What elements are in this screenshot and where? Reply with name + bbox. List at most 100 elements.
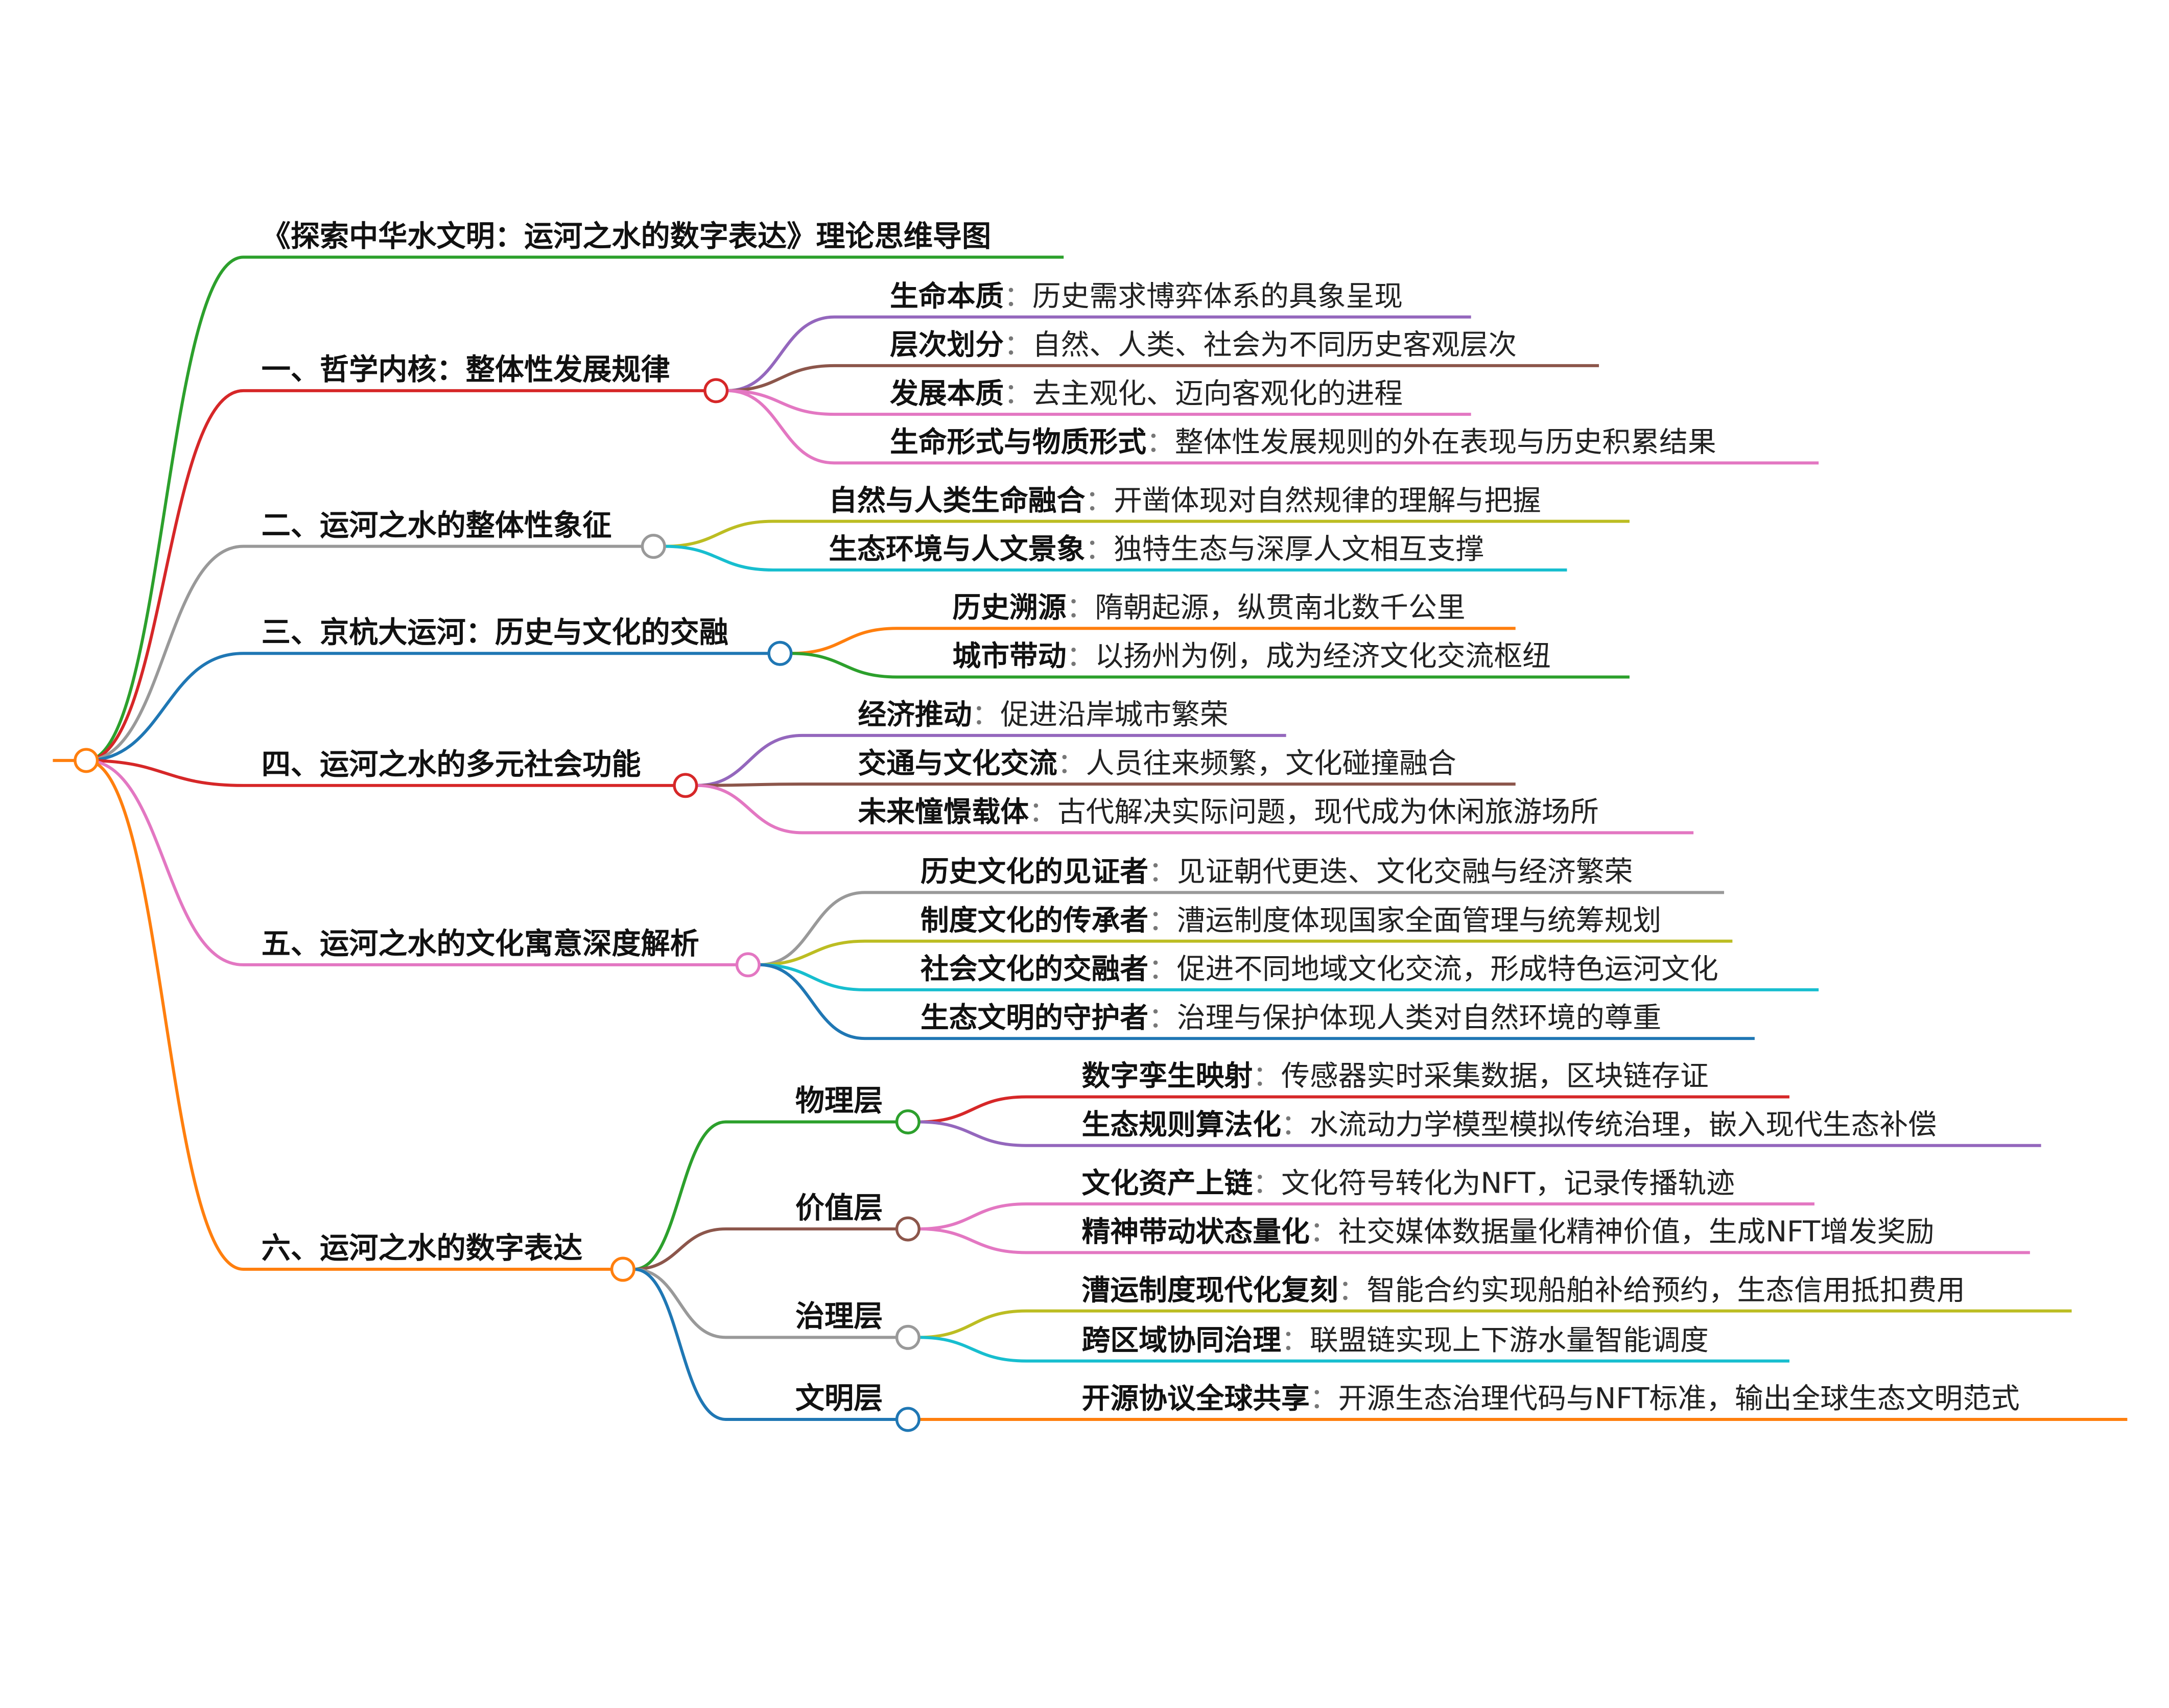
branch-line-3 bbox=[86, 652, 769, 762]
branch-line-1 bbox=[86, 389, 705, 762]
leaf-label: 经济推动 bbox=[858, 698, 972, 731]
leaf-description: 整体性发展规则的外在表现与历史积累结果 bbox=[1175, 426, 1716, 459]
layer-node-circle bbox=[895, 1407, 921, 1432]
child-line bbox=[727, 389, 1819, 465]
child-node: 交通与文化交流：人员往来频繁，文化碰撞融合 bbox=[858, 747, 1456, 780]
layer-child-node: 开源协议全球共享：开源生态治理代码与NFT标准，输出全球生态文明范式 bbox=[1082, 1382, 2020, 1415]
leaf-separator: ： bbox=[1148, 856, 1177, 889]
child-node: 未来憧憬载体：古代解决实际问题，现代成为休闲旅游场所 bbox=[858, 796, 1598, 829]
leaf-label: 数字孪生映射 bbox=[1082, 1060, 1253, 1093]
layer-line bbox=[634, 1268, 897, 1339]
leaf-description: 促进沿岸城市繁荣 bbox=[1000, 698, 1228, 731]
leaf-description: 开源生态治理代码与NFT标准，输出全球生态文明范式 bbox=[1338, 1382, 2020, 1415]
leaf-label: 自然与人类生命融合 bbox=[829, 484, 1085, 517]
leaf-description: 以扬州为例，成为经济文化交流枢纽 bbox=[1095, 640, 1551, 673]
branch-line-4 bbox=[86, 758, 675, 787]
leaf-separator: ： bbox=[972, 698, 1000, 731]
branch-node-circle bbox=[767, 640, 793, 666]
layer-node-circle bbox=[895, 1324, 921, 1350]
child-line bbox=[727, 389, 1471, 416]
child-node: 社会文化的交融者：促进不同地域文化交流，形成特色运河文化 bbox=[921, 953, 1718, 986]
leaf-description: 传感器实时采集数据，区块链存证 bbox=[1281, 1060, 1709, 1093]
layer-child-node: 精神带动状态量化：社交媒体数据量化精神价值，生成NFT增发奖励 bbox=[1082, 1216, 1935, 1249]
child-line bbox=[727, 364, 1599, 392]
child-line bbox=[759, 891, 1725, 966]
layer-node-circle bbox=[895, 1216, 921, 1242]
leaf-separator: ： bbox=[1085, 533, 1114, 566]
leaf-separator: ： bbox=[1338, 1274, 1367, 1307]
leaf-label: 生命形式与物质形式 bbox=[890, 426, 1146, 459]
leaf-separator: ： bbox=[1146, 426, 1175, 459]
leaf-separator: ： bbox=[1281, 1324, 1310, 1357]
child-node: 发展本质：去主观化、迈向客观化的进程 bbox=[890, 377, 1403, 410]
leaf-label: 发展本质 bbox=[890, 377, 1004, 410]
child-node: 历史文化的见证者：见证朝代更迭、文化交融与经济繁荣 bbox=[921, 856, 1633, 889]
title-branch-line bbox=[86, 255, 1064, 762]
leaf-description: 历史需求博弈体系的具象呈现 bbox=[1032, 280, 1403, 313]
layer-child-line bbox=[919, 1227, 2030, 1254]
child-line bbox=[791, 652, 1630, 679]
child-node: 生命本质：历史需求博弈体系的具象呈现 bbox=[890, 280, 1403, 313]
layer-child-line bbox=[919, 1120, 2041, 1147]
child-node: 经济推动：促进沿岸城市繁荣 bbox=[858, 698, 1228, 731]
leaf-separator: ： bbox=[1004, 328, 1032, 362]
leaf-label: 历史文化的见证者 bbox=[921, 856, 1148, 889]
layer-title: 文明层 bbox=[795, 1382, 883, 1415]
child-line bbox=[727, 315, 1471, 392]
branch-node-circle bbox=[735, 952, 761, 978]
layer-child-line bbox=[919, 1336, 1789, 1363]
layer-title: 治理层 bbox=[795, 1300, 883, 1334]
leaf-description: 联盟链实现上下游水量智能调度 bbox=[1310, 1324, 1709, 1357]
child-line bbox=[696, 733, 1286, 787]
leaf-description: 见证朝代更迭、文化交融与经济繁荣 bbox=[1177, 856, 1633, 889]
leaf-description: 文化符号转化为NFT，记录传播轨迹 bbox=[1281, 1167, 1735, 1200]
root-node-circle bbox=[74, 748, 99, 773]
leaf-separator: ： bbox=[1029, 796, 1057, 829]
leaf-label: 生命本质 bbox=[890, 280, 1004, 313]
layer-line bbox=[634, 1227, 897, 1271]
child-node: 城市带动：以扬州为例，成为经济文化交流枢纽 bbox=[952, 640, 1550, 673]
leaf-description: 古代解决实际问题，现代成为休闲旅游场所 bbox=[1057, 796, 1599, 829]
layer-line bbox=[633, 1268, 897, 1421]
child-line bbox=[759, 939, 1733, 966]
branch-node-circle bbox=[610, 1256, 635, 1282]
branch-title-3: 三、京杭大运河：历史与文化的交融 bbox=[262, 615, 728, 649]
leaf-separator: ： bbox=[1067, 640, 1095, 673]
child-node: 生命形式与物质形式：整体性发展规则的外在表现与历史积累结果 bbox=[890, 426, 1716, 459]
connector-layer bbox=[53, 255, 2128, 1421]
layer-child-node: 跨区域协同治理：联盟链实现上下游水量智能调度 bbox=[1082, 1324, 1709, 1357]
leaf-label: 历史溯源 bbox=[952, 591, 1066, 624]
leaf-label: 开源协议全球共享 bbox=[1082, 1382, 1310, 1415]
layer-child-node: 数字孪生映射：传感器实时采集数据，区块链存证 bbox=[1082, 1060, 1709, 1093]
leaf-label: 跨区域协同治理 bbox=[1082, 1324, 1281, 1357]
child-node: 制度文化的传承者：漕运制度体现国家全面管理与统筹规划 bbox=[921, 904, 1661, 937]
child-line bbox=[696, 784, 1694, 835]
node-layer: 《探索中华水文明：运河之水的数字表达》理论思维导图一、哲学内核：整体性发展规律生… bbox=[74, 220, 2020, 1432]
layer-child-node: 漕运制度现代化复刻：智能合约实现船舶补给预约，生态信用抵扣费用 bbox=[1082, 1274, 1965, 1307]
branch-title-6: 六、运河之水的数字表达 bbox=[262, 1231, 583, 1265]
layer-title: 物理层 bbox=[795, 1084, 883, 1118]
leaf-label: 城市带动 bbox=[952, 640, 1066, 673]
leaf-separator: ： bbox=[1310, 1216, 1338, 1249]
leaf-description: 开凿体现对自然规律的理解与把握 bbox=[1114, 484, 1541, 517]
leaf-separator: ： bbox=[1253, 1060, 1281, 1093]
leaf-separator: ： bbox=[1310, 1382, 1338, 1415]
layer-child-line bbox=[919, 1309, 2072, 1339]
leaf-description: 去主观化、迈向客观化的进程 bbox=[1032, 377, 1403, 410]
leaf-description: 水流动力学模型模拟传统治理，嵌入现代生态补偿 bbox=[1310, 1108, 1937, 1142]
branch-line-5 bbox=[86, 758, 737, 966]
leaf-separator: ： bbox=[1057, 747, 1086, 780]
leaf-label: 制度文化的传承者 bbox=[921, 904, 1148, 937]
child-node: 历史溯源：隋朝起源，纵贯南北数千公里 bbox=[952, 591, 1465, 624]
leaf-label: 交通与文化交流 bbox=[858, 747, 1057, 780]
leaf-description: 自然、人类、社会为不同历史客观层次 bbox=[1032, 328, 1517, 362]
branch-node-circle bbox=[641, 534, 666, 559]
layer-line bbox=[633, 1120, 897, 1271]
leaf-separator: ： bbox=[1004, 377, 1032, 410]
branch-line-6 bbox=[86, 758, 612, 1271]
leaf-label: 精神带动状态量化 bbox=[1082, 1216, 1310, 1249]
child-node: 生态环境与人文景象：独特生态与深厚人文相互支撑 bbox=[829, 533, 1484, 566]
child-line bbox=[791, 627, 1516, 655]
leaf-description: 社交媒体数据量化精神价值，生成NFT增发奖励 bbox=[1338, 1216, 1935, 1249]
